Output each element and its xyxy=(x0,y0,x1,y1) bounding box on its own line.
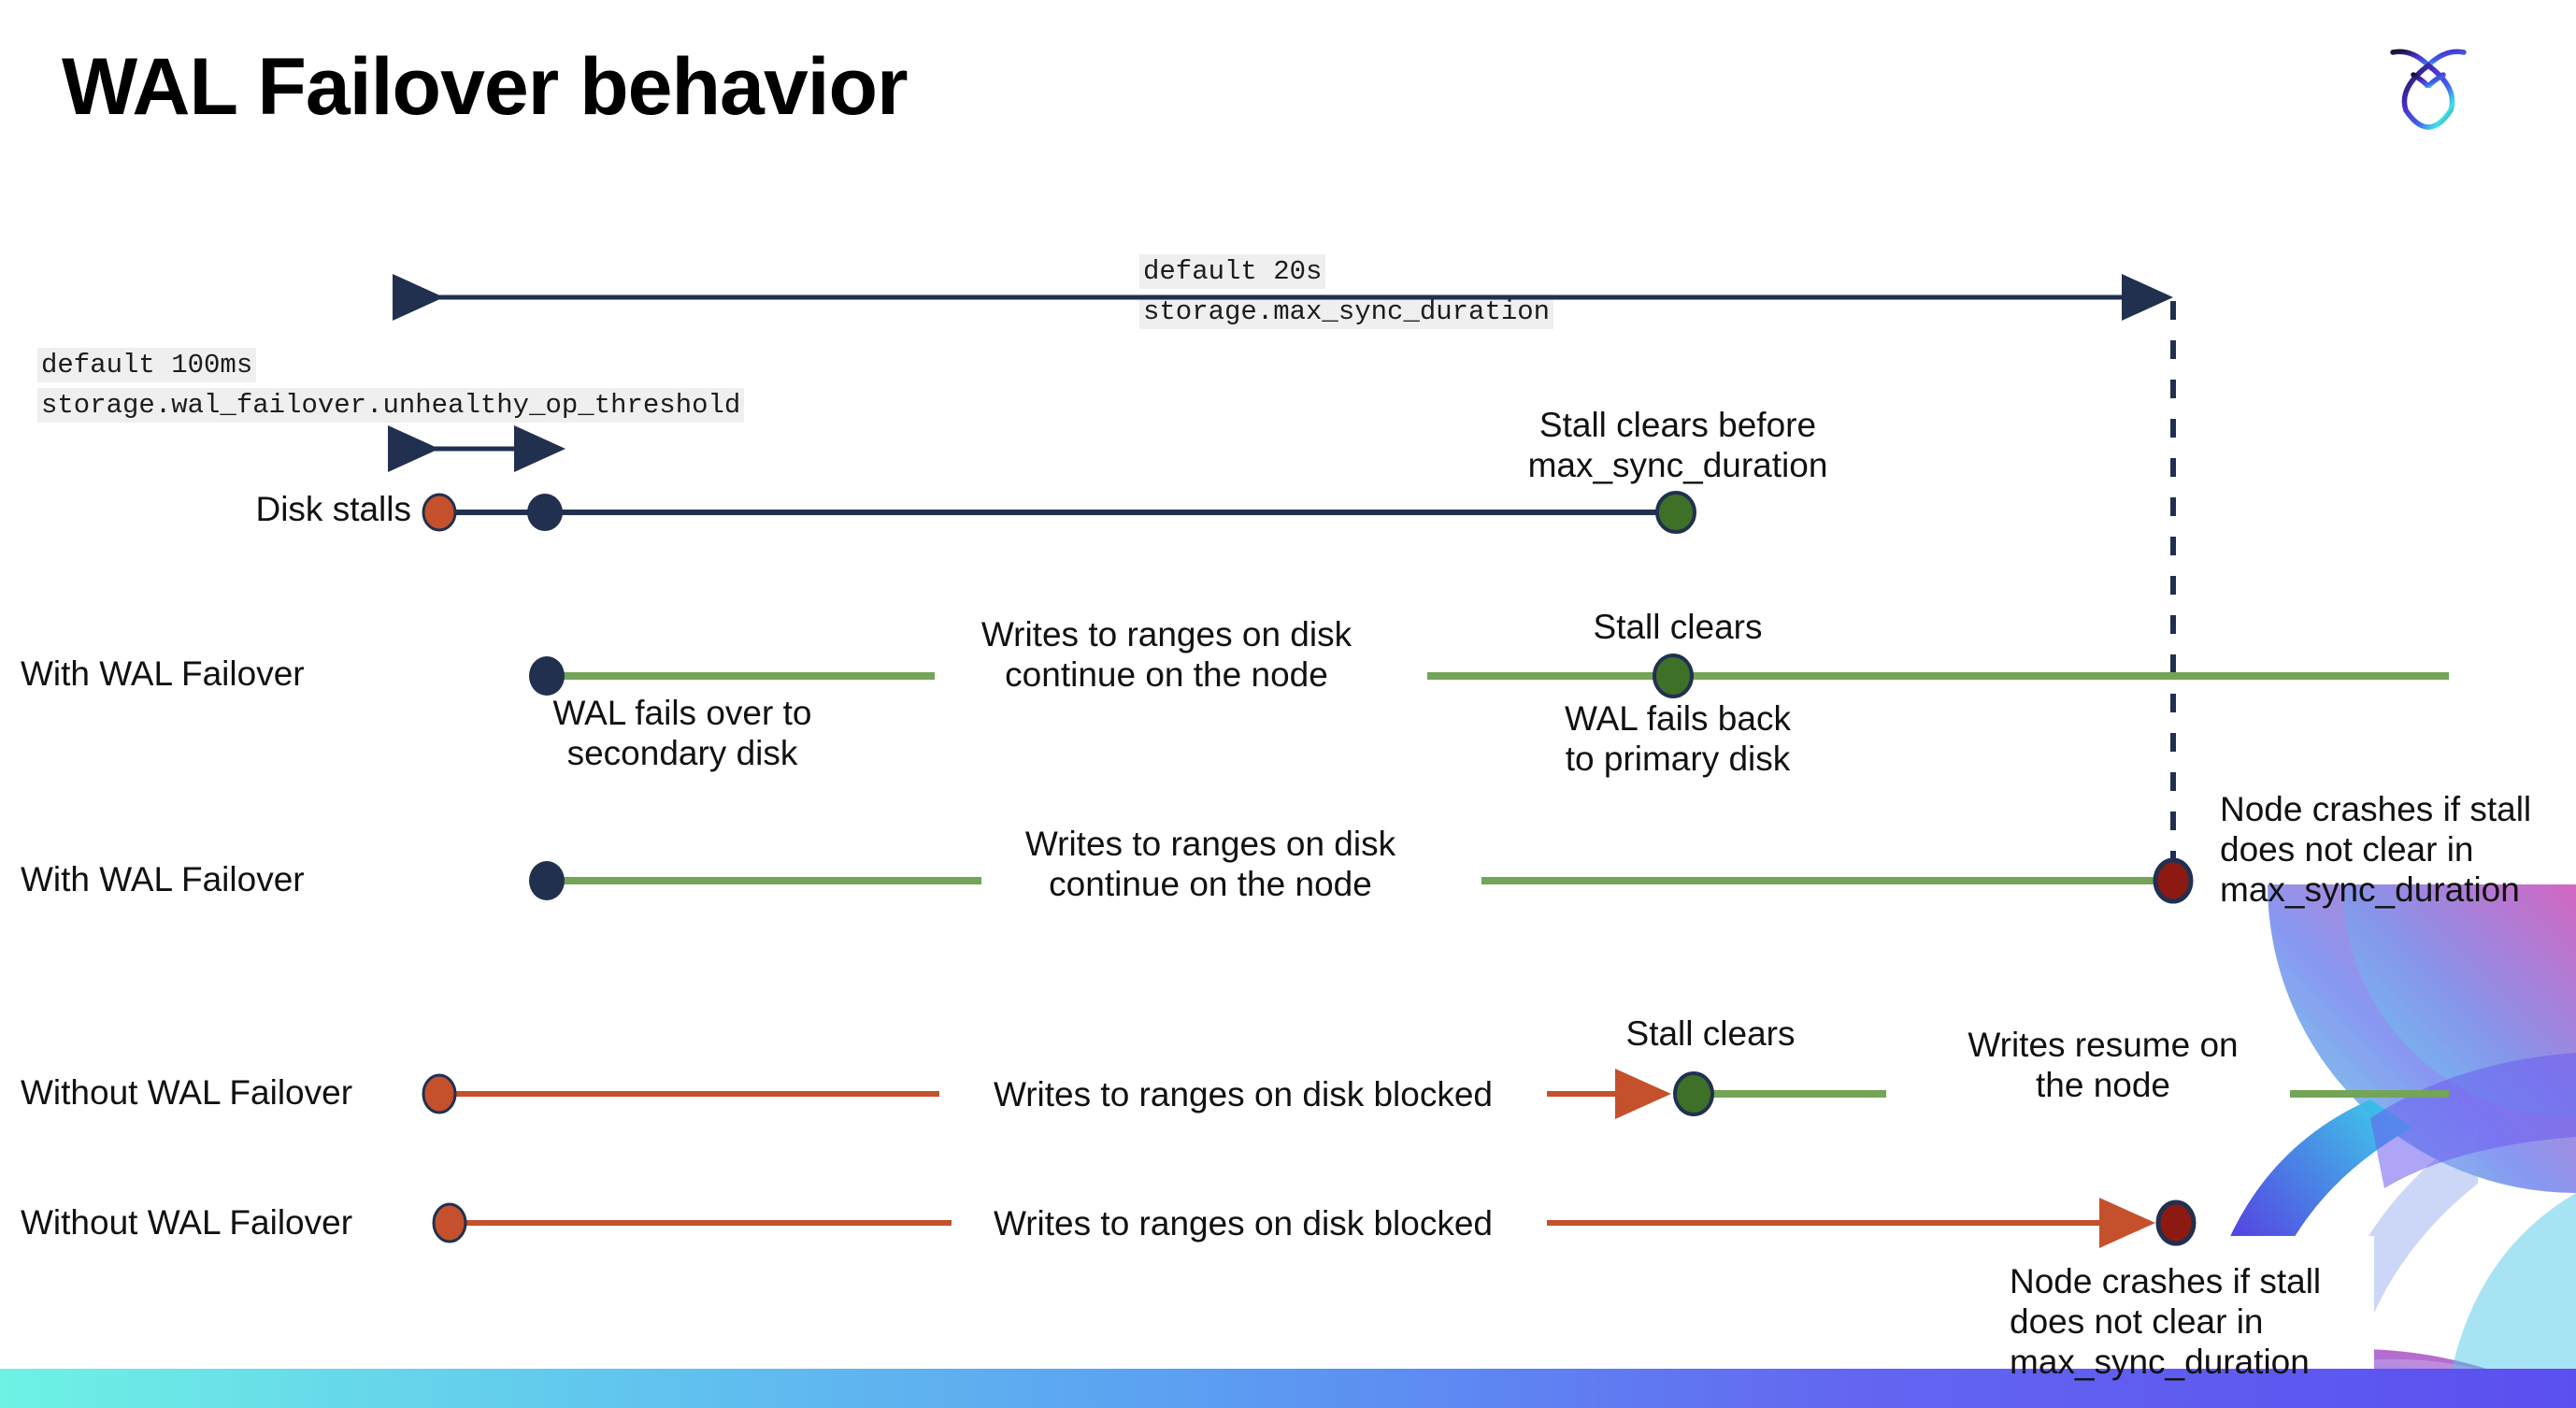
row-label-without-wal-failover-clears: Without WAL Failover xyxy=(21,1073,353,1112)
row-label-with-wal-failover-clears: With WAL Failover xyxy=(21,654,305,693)
note-writes-blocked-row4: Writes to ranges on disk blocked xyxy=(993,1075,1494,1113)
cockroach-labs-logo-icon xyxy=(2376,30,2481,135)
row-with-wal-failover-crash-track xyxy=(529,857,2194,904)
note-node-crashes-row5: Node crashes if stall does not clear in … xyxy=(2010,1262,2322,1381)
note-writes-continue-row2: Writes to ranges on disk continue on the… xyxy=(980,615,1352,694)
row-with-wal-failover-clears-track xyxy=(529,654,2449,698)
note-stall-clears-before-max-sync: Stall clears before max_sync_duration xyxy=(1527,406,1828,484)
unhealthy-op-default-chip: default 100ms xyxy=(37,348,257,383)
row-label-without-wal-failover-crash: Without WAL Failover xyxy=(21,1203,353,1242)
green-dot-stall-clear xyxy=(1655,491,1696,534)
green-dot-stall-clear xyxy=(1653,654,1694,698)
orange-dot-stall-start xyxy=(422,493,457,532)
note-writes-blocked-row5: Writes to ranges on disk blocked xyxy=(993,1204,1494,1243)
row-without-wal-failover-clears-track xyxy=(422,1069,2449,1119)
orange-dot-stall-start xyxy=(422,1073,457,1114)
navy-dot-failover-point xyxy=(529,656,565,696)
unhealthy-op-setting-chip: storage.wal_failover.unhealthy_op_thresh… xyxy=(37,388,745,424)
bottom-gradient-bar xyxy=(0,1369,2576,1408)
row-label-with-wal-failover-crash: With WAL Failover xyxy=(21,860,305,898)
note-stall-clears-row4: Stall clears xyxy=(1625,1014,1796,1053)
page-title: WAL Failover behavior xyxy=(62,42,909,132)
note-wal-fails-over: WAL fails over to secondary disk xyxy=(552,694,812,772)
orange-dot-stall-start xyxy=(432,1202,467,1243)
row-disk-stalls-track xyxy=(422,491,1696,534)
row-without-wal-failover-crash-track xyxy=(432,1198,2197,1248)
note-writes-continue-row3: Writes to ranges on disk continue on the… xyxy=(1024,825,1396,903)
navy-dot-failover-point xyxy=(529,861,565,900)
row-label-disk-stalls: Disk stalls xyxy=(255,490,411,528)
dark-red-dot-node-crash xyxy=(2153,857,2194,904)
note-wal-fails-back: WAL fails back to primary disk xyxy=(1565,699,1791,778)
dark-red-dot-node-crash xyxy=(2155,1200,2197,1246)
note-stall-clears-row2: Stall clears xyxy=(1593,608,1763,646)
green-dot-stall-clear xyxy=(1673,1071,1714,1116)
note-node-crashes-row3: Node crashes if stall does not clear in … xyxy=(2220,790,2532,909)
note-writes-resume: Writes resume on the node xyxy=(1968,1026,2239,1104)
navy-dot-failover-point xyxy=(527,494,563,531)
